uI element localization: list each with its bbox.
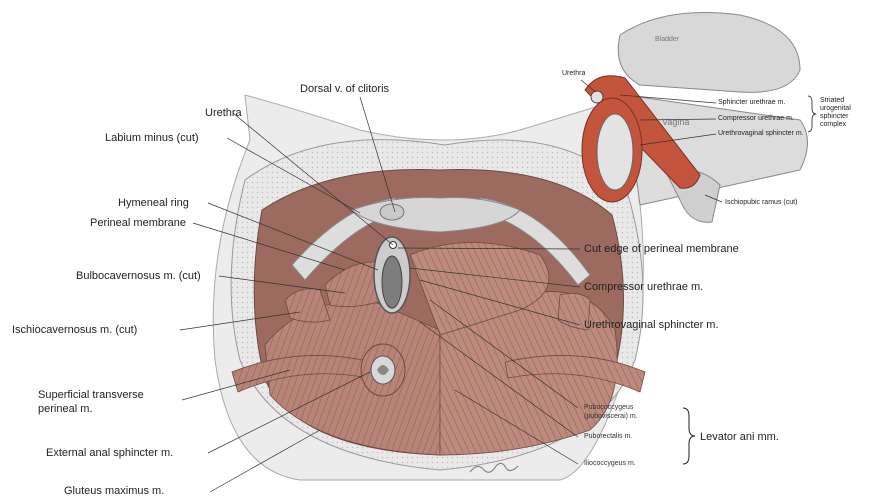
- label-urethrovaginal-sphincter: Urethrovaginal sphincter m.: [584, 319, 719, 331]
- vaginal-lumen: [382, 256, 402, 308]
- inset-label-striated-3: sphincter: [820, 113, 848, 121]
- inset-label-vagina: Vagina: [662, 118, 689, 126]
- bladder-shape: [618, 13, 800, 93]
- label-urethra: Urethra: [205, 107, 242, 119]
- label-pubococcygeus-1: Pubococcygeus: [584, 404, 633, 412]
- label-perineal-membrane: Perineal membrane: [90, 217, 186, 229]
- inset-label-urethrovaginal-sphincter: Urethrovaginal sphincter m.: [718, 130, 804, 138]
- inset-label-urethra: Urethra: [562, 70, 585, 78]
- levator-ani-brace: [683, 408, 695, 464]
- vaginal-lumen-inset: [597, 114, 633, 190]
- inset-label-striated-2: urogenital: [820, 105, 851, 113]
- label-compressor-urethrae: Compressor urethrae m.: [584, 281, 703, 293]
- label-iliococcygeus: Iliococcygeus m.: [584, 460, 636, 468]
- clitoris: [380, 204, 404, 220]
- label-gluteus-maximus: Gluteus maximus m.: [64, 485, 164, 497]
- label-superficial-transverse-1: Superficial transverse: [38, 389, 144, 401]
- label-cut-edge-perineal-membrane: Cut edge of perineal membrane: [584, 243, 739, 255]
- label-hymeneal-ring: Hymeneal ring: [118, 197, 189, 209]
- label-pubococcygeus-2: (puboviscerai) m.: [584, 413, 638, 421]
- inset-label-ischiopubic-ramus: Ischiopubic ramus (cut): [725, 199, 797, 207]
- label-external-anal-sphincter: External anal sphincter m.: [46, 447, 173, 459]
- label-labium-minus: Labium minus (cut): [105, 132, 199, 144]
- inset-label-striated-1: Striated: [820, 97, 844, 105]
- inset-label-sphincter-urethrae: Sphincter urethrae m.: [718, 99, 785, 107]
- urethra-inset: [591, 91, 603, 103]
- label-bulbocavernosus: Bulbocavernosus m. (cut): [76, 270, 201, 282]
- label-superficial-transverse-2: perineal m.: [38, 403, 92, 415]
- label-puborectalis: Puborectalis m.: [584, 433, 632, 441]
- inset-label-compressor-urethrae: Compressor urethrae m.: [718, 115, 794, 123]
- label-dorsal-vein-of-clitoris: Dorsal v. of clitoris: [300, 83, 389, 95]
- striated-complex-brace: [808, 96, 816, 132]
- label-levator-ani: Levator ani mm.: [700, 431, 779, 443]
- inset-label-striated-4: complex: [820, 121, 846, 129]
- inset-label-bladder: Bladder: [655, 36, 679, 44]
- label-ischiocavernosus: Ischiocavernosus m. (cut): [12, 324, 137, 336]
